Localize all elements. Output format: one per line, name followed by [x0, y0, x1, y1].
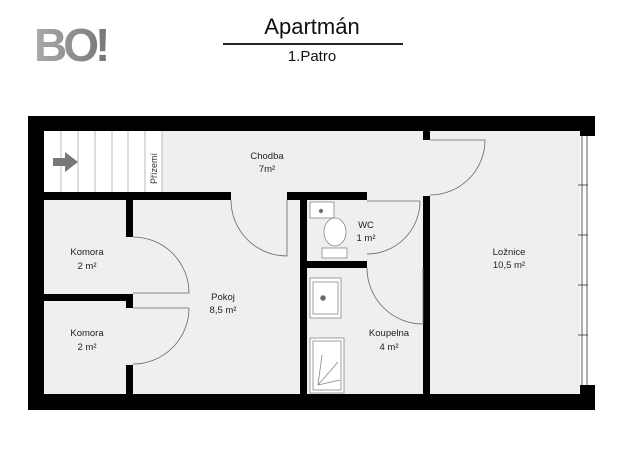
room-wc: WC 1 m² — [357, 220, 376, 244]
doors — [132, 139, 486, 365]
svg-text:Koupelna: Koupelna — [369, 328, 410, 339]
room-chodba: Chodba 7m² — [250, 151, 284, 175]
svg-text:10,5 m²: 10,5 m² — [493, 260, 525, 271]
svg-text:4 m²: 4 m² — [380, 342, 399, 353]
door-pokoj — [230, 199, 288, 257]
room-komora-2: Komora 2 m² — [70, 328, 104, 353]
page-title: Apartmán — [264, 14, 360, 39]
svg-text:Ložnice: Ložnice — [493, 247, 526, 258]
door-komora-2 — [132, 307, 190, 365]
room-komora-1: Komora 2 m² — [70, 247, 104, 272]
svg-text:Chodba: Chodba — [250, 151, 284, 162]
svg-text:BO!: BO! — [34, 24, 106, 64]
interior-walls — [44, 131, 430, 394]
door-koupelna — [366, 267, 424, 325]
svg-text:Pokoj: Pokoj — [211, 292, 235, 303]
room-loznice: Ložnice 10,5 m² — [493, 247, 526, 271]
svg-text:2 m²: 2 m² — [78, 261, 97, 272]
window — [580, 136, 595, 385]
staircase[interactable]: Přízemí — [44, 131, 163, 192]
fixtures — [309, 201, 348, 394]
door-loznice — [429, 139, 486, 196]
svg-text:7m²: 7m² — [259, 164, 275, 175]
toilet — [323, 217, 347, 247]
window-frame — [578, 136, 588, 385]
svg-text:Komora: Komora — [70, 247, 104, 258]
door-komora-1 — [132, 236, 190, 294]
svg-text:1 m²: 1 m² — [357, 233, 376, 244]
svg-text:WC: WC — [358, 220, 374, 231]
shower — [309, 337, 345, 394]
floor-label: 1.Patro — [287, 48, 337, 65]
svg-text:Komora: Komora — [70, 328, 104, 339]
room-pokoj: Pokoj 8,5 m² — [210, 292, 237, 316]
arrow-right-icon — [53, 152, 78, 172]
stairs-label: Přízemí — [149, 152, 159, 184]
svg-text:2 m²: 2 m² — [78, 342, 97, 353]
room-koupelna: Koupelna 4 m² — [369, 328, 410, 353]
title-divider — [223, 43, 403, 45]
svg-text:8,5 m²: 8,5 m² — [210, 305, 237, 316]
company-logo: BO! — [34, 19, 129, 71]
door-wc — [366, 200, 421, 255]
